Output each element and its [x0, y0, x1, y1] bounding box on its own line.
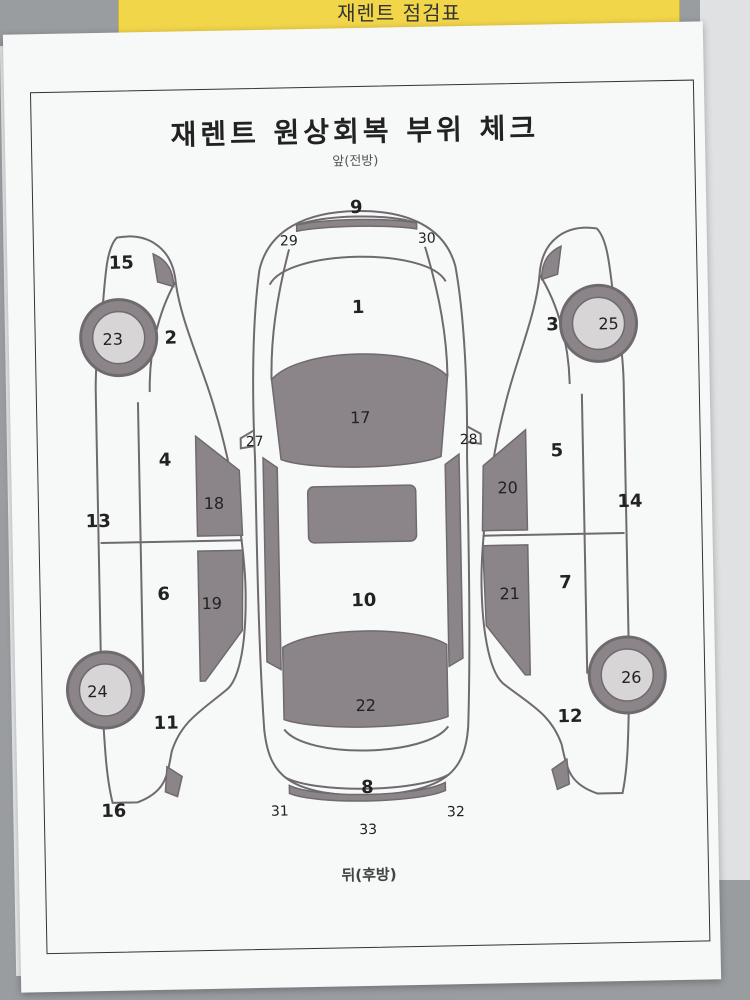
- part-number-6: 6: [157, 584, 170, 605]
- car-damage-diagram: 9 29 30 1 17 27 28 10 22 8 31 32 33 15 2…: [65, 197, 667, 838]
- part-number-26: 26: [621, 668, 642, 687]
- left-headlight: [152, 252, 175, 288]
- part-number-9: 9: [350, 197, 363, 218]
- right-side-glass-top: [444, 452, 464, 668]
- part-number-15: 15: [109, 252, 134, 273]
- part-number-30: 30: [418, 231, 436, 247]
- left-rear-window: [197, 549, 244, 682]
- part-number-16: 16: [101, 801, 126, 822]
- part-number-21: 21: [499, 584, 520, 603]
- part-number-28: 28: [460, 432, 478, 448]
- part-number-5: 5: [550, 440, 563, 461]
- left-belt-line: [136, 402, 145, 683]
- hood-outline: [268, 255, 447, 286]
- right-rear-rim: [600, 648, 655, 702]
- front-bumper-strip: [295, 218, 418, 233]
- part-number-27: 27: [246, 434, 264, 450]
- part-number-23: 23: [102, 330, 123, 349]
- left-taillight: [164, 765, 183, 798]
- rear-window-glass: [281, 630, 449, 728]
- right-belt-line: [580, 393, 589, 674]
- part-number-13: 13: [86, 511, 111, 532]
- part-number-17: 17: [350, 408, 371, 427]
- part-number-31: 31: [271, 803, 289, 819]
- right-car-body: [480, 226, 631, 795]
- part-number-24: 24: [87, 682, 108, 701]
- left-side-glass-top: [262, 456, 282, 671]
- right-rear-window: [481, 544, 532, 676]
- left-front-window: [194, 434, 244, 537]
- right-front-window: [481, 428, 529, 532]
- part-number-25: 25: [598, 314, 619, 333]
- sunroof-glass: [306, 484, 418, 544]
- part-number-33: 33: [359, 822, 377, 838]
- part-number-20: 20: [497, 478, 518, 497]
- right-front-rim: [571, 296, 626, 351]
- rear-bumper-line: [284, 773, 450, 790]
- part-number-32: 32: [447, 804, 465, 820]
- right-headlight: [540, 244, 562, 281]
- right-door-seam: [482, 531, 625, 537]
- hood-right-crease: [424, 246, 449, 377]
- part-number-18: 18: [204, 494, 225, 513]
- rear-bumper-strip: [288, 781, 447, 802]
- front-bumper-line: [296, 215, 417, 227]
- part-number-10: 10: [351, 590, 376, 611]
- part-number-11: 11: [153, 713, 178, 734]
- part-number-12: 12: [557, 706, 582, 727]
- inspection-sheet: 재렌트 원상회복 부위 체크 앞(전방) 뒤(후방): [2, 21, 722, 993]
- left-front-rim: [91, 310, 146, 365]
- part-number-14: 14: [617, 491, 642, 512]
- background-sheet-title: 재렌트 점검표: [337, 1, 461, 25]
- right-mirror: [465, 425, 482, 445]
- left-mirror: [239, 429, 256, 450]
- rear-trunk-line: [283, 725, 450, 752]
- part-number-2: 2: [164, 328, 177, 349]
- hood-left-crease: [270, 249, 291, 380]
- part-number-19: 19: [201, 594, 222, 613]
- part-number-1: 1: [352, 297, 365, 318]
- part-number-8: 8: [361, 777, 374, 798]
- part-number-29: 29: [280, 233, 298, 249]
- left-door-seam: [100, 539, 243, 545]
- part-number-22: 22: [355, 696, 376, 715]
- left-rear-rim: [78, 663, 133, 717]
- part-number-4: 4: [159, 450, 172, 471]
- windshield-glass: [270, 353, 449, 468]
- right-taillight: [551, 757, 571, 791]
- part-number-7: 7: [559, 572, 572, 593]
- part-number-3: 3: [546, 314, 559, 335]
